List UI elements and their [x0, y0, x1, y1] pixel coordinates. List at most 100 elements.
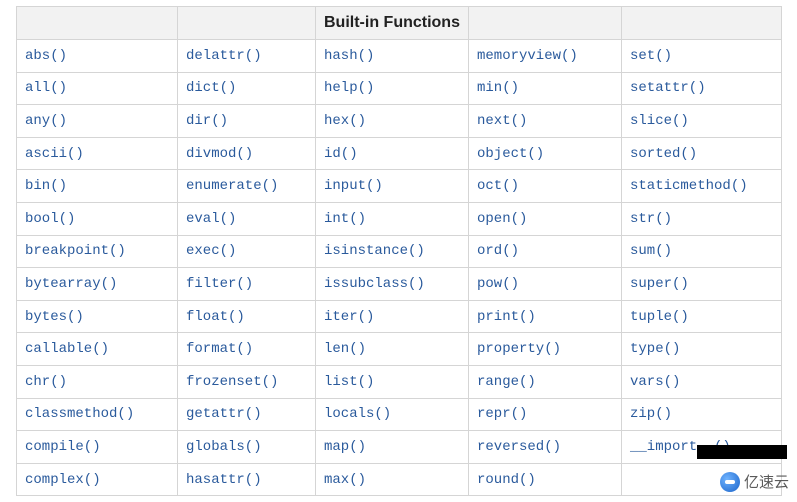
function-link[interactable]: set() [630, 47, 673, 64]
function-link[interactable]: all() [25, 80, 68, 97]
function-link[interactable]: hex() [324, 112, 367, 129]
function-link[interactable]: iter() [324, 308, 375, 325]
function-link[interactable]: repr() [477, 406, 528, 423]
table-row: bytearray() filter() issubclass() pow() supe… [16, 267, 782, 301]
function-link[interactable]: oct() [477, 178, 520, 195]
function-link[interactable]: hasattr() [186, 471, 262, 488]
function-link[interactable]: super() [630, 275, 689, 292]
table-cell: abs() [16, 39, 178, 73]
function-link[interactable]: eval() [186, 210, 237, 227]
function-link[interactable]: slice() [630, 112, 689, 129]
function-link[interactable]: bytearray() [25, 275, 118, 292]
function-link[interactable]: memoryview() [477, 47, 578, 64]
function-link[interactable]: locals() [324, 406, 392, 423]
function-link[interactable]: help() [324, 80, 375, 97]
function-link[interactable]: complex() [25, 471, 101, 488]
table-cell: bytearray() [16, 267, 178, 301]
table-cell: round() [468, 462, 622, 497]
function-link[interactable]: input() [324, 178, 383, 195]
builtin-functions-table: Built-in Functions abs()delattr()hash()m… [16, 6, 782, 497]
table-cell: vars() [621, 364, 782, 399]
function-link[interactable]: tuple() [630, 308, 689, 325]
table-row: any() dir() hex() next() slice() [16, 104, 782, 138]
table-cell: dict() [177, 71, 316, 106]
function-link[interactable]: next() [477, 112, 528, 129]
function-link[interactable]: print() [477, 308, 536, 325]
function-link[interactable]: frozenset() [186, 373, 279, 390]
table-row: callable() format() len() property() type() [16, 332, 782, 366]
function-link[interactable]: ascii() [25, 145, 84, 162]
table-cell: int() [315, 201, 469, 236]
table-cell: delattr() [177, 39, 316, 73]
function-link[interactable]: getattr() [186, 406, 262, 423]
function-link[interactable]: int() [324, 210, 367, 227]
function-link[interactable]: compile() [25, 438, 101, 455]
table-row: complex() hasattr() max() round() [16, 462, 782, 497]
function-link[interactable]: setattr() [630, 80, 706, 97]
function-link[interactable]: divmod() [186, 145, 254, 162]
function-link[interactable]: issubclass() [324, 275, 425, 292]
table-cell: getattr() [177, 397, 316, 432]
function-link[interactable]: exec() [186, 243, 237, 260]
function-link[interactable]: callable() [25, 341, 110, 358]
function-link[interactable]: list() [324, 373, 375, 390]
function-link[interactable]: bin() [25, 178, 68, 195]
function-link[interactable]: any() [25, 112, 68, 129]
function-link[interactable]: round() [477, 471, 536, 488]
function-link[interactable]: abs() [25, 47, 68, 64]
function-link[interactable]: breakpoint() [25, 243, 126, 260]
table-cell: object() [468, 136, 622, 171]
function-link[interactable]: vars() [630, 373, 681, 390]
function-link[interactable]: enumerate() [186, 178, 279, 195]
function-link[interactable]: delattr() [186, 47, 262, 64]
table-cell: hash() [315, 39, 469, 73]
table-cell: repr() [468, 397, 622, 432]
table-cell: oct() [468, 169, 622, 203]
table-cell: iter() [315, 299, 469, 334]
function-link[interactable]: dict() [186, 80, 237, 97]
header-cell [621, 6, 782, 40]
table-cell: enumerate() [177, 169, 316, 203]
function-link[interactable]: globals() [186, 438, 262, 455]
function-link[interactable]: map() [324, 438, 367, 455]
table-cell: staticmethod() [621, 169, 782, 203]
function-link[interactable]: sorted() [630, 145, 698, 162]
function-link[interactable]: filter() [186, 275, 254, 292]
function-link[interactable]: type() [630, 341, 681, 358]
function-link[interactable]: bytes() [25, 308, 84, 325]
function-link[interactable]: float() [186, 308, 245, 325]
function-link[interactable]: object() [477, 145, 545, 162]
watermark: 亿速云 [719, 471, 789, 492]
function-link[interactable]: staticmethod() [630, 178, 748, 195]
function-link[interactable]: classmethod() [25, 406, 135, 423]
function-link[interactable]: reversed() [477, 438, 562, 455]
function-link[interactable]: dir() [186, 112, 229, 129]
function-link[interactable]: bool() [25, 210, 76, 227]
function-link[interactable]: len() [324, 341, 367, 358]
function-link[interactable]: zip() [630, 406, 673, 423]
function-link[interactable]: isinstance() [324, 243, 425, 260]
function-link[interactable]: chr() [25, 373, 68, 390]
table-cell: divmod() [177, 136, 316, 171]
function-link[interactable]: format() [186, 341, 254, 358]
table-cell: memoryview() [468, 39, 622, 73]
function-link[interactable]: hash() [324, 47, 375, 64]
table-cell: help() [315, 71, 469, 106]
table-cell: hasattr() [177, 462, 316, 497]
function-link[interactable]: ord() [477, 243, 520, 260]
function-link[interactable]: min() [477, 80, 520, 97]
function-link[interactable]: open() [477, 210, 528, 227]
function-link[interactable]: sum() [630, 243, 673, 260]
function-link[interactable]: max() [324, 471, 367, 488]
function-link[interactable]: str() [630, 210, 673, 227]
table-cell: super() [621, 267, 782, 301]
table-cell: filter() [177, 267, 316, 301]
header-cell [177, 6, 316, 40]
function-link[interactable]: range() [477, 373, 536, 390]
function-link[interactable]: property() [477, 341, 562, 358]
function-link[interactable]: id() [324, 145, 358, 162]
function-link[interactable]: pow() [477, 275, 520, 292]
table-row: ascii() divmod() id() object() sorted() [16, 136, 782, 171]
table-cell: reversed() [468, 430, 622, 464]
table-row: chr() frozenset() list() range() vars() [16, 364, 782, 399]
